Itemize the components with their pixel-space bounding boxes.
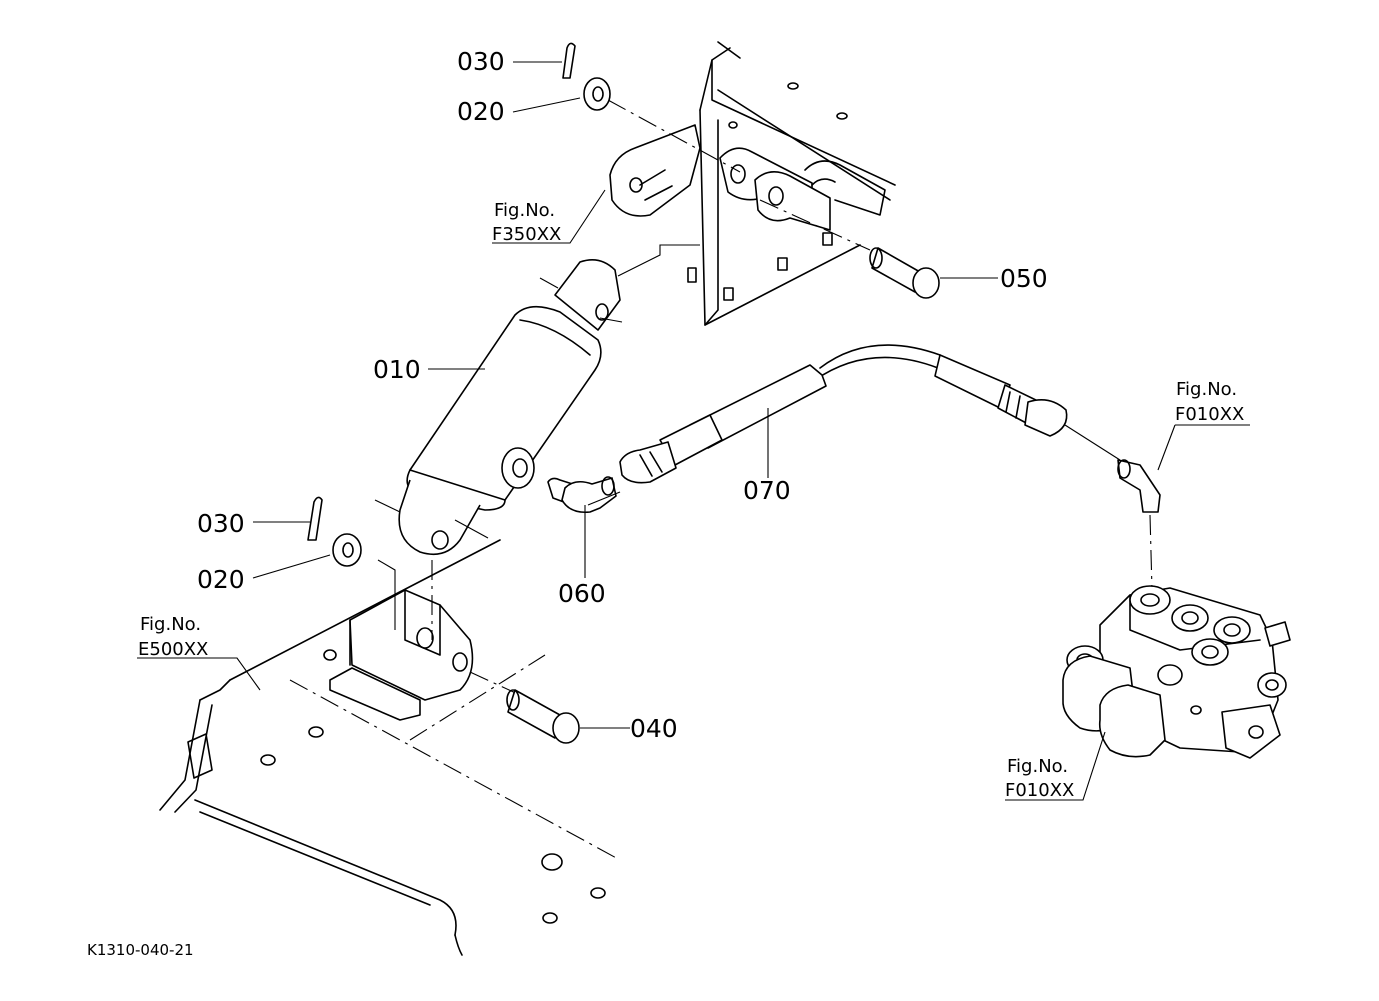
control-valve — [1062, 585, 1291, 759]
callout-070: 070 — [743, 476, 791, 505]
callout-060: 060 — [558, 579, 606, 608]
clevis-pin-050 — [869, 247, 940, 299]
fig-ref-e500-title: Fig.No. — [140, 614, 201, 635]
callout-050: 050 — [1000, 264, 1048, 293]
washer-020-bottom — [332, 533, 362, 567]
callout-020-top: 020 — [457, 97, 505, 126]
callout-010: 010 — [373, 355, 421, 384]
callout-labels: 030 020 050 010 070 060 030 020 040 — [197, 47, 1048, 743]
fig-ref-f010-top-code: F010XX — [1175, 404, 1244, 425]
cotter-pin-030-bottom — [307, 496, 323, 541]
lower-frame — [159, 539, 621, 956]
callout-020-bottom: 020 — [197, 565, 245, 594]
figure-reference-labels: Fig.No. F350XX Fig.No. F010XX Fig.No. E5… — [138, 200, 1244, 801]
hydraulic-cylinder-010 — [374, 259, 623, 556]
clevis-pin-040 — [506, 689, 580, 744]
hydraulic-hose-070 — [619, 344, 1068, 484]
fig-ref-f010-top-title: Fig.No. — [1176, 379, 1237, 400]
callout-040: 040 — [630, 714, 678, 743]
fig-ref-f350-code: F350XX — [492, 224, 561, 245]
fig-ref-e500-code: E500XX — [138, 639, 208, 660]
callout-030-bottom: 030 — [197, 509, 245, 538]
elbow-fitting-valve — [1064, 424, 1161, 591]
elbow-fitting-060 — [547, 476, 617, 514]
upper-bracket — [607, 41, 896, 326]
callout-030-top: 030 — [457, 47, 505, 76]
fig-ref-f350-title: Fig.No. — [494, 200, 555, 221]
cotter-pin-030-top — [562, 42, 576, 79]
fig-ref-f010-bottom-title: Fig.No. — [1007, 756, 1068, 777]
leader-lines — [137, 61, 1250, 801]
fig-ref-f010-bottom-code: F010XX — [1005, 780, 1074, 801]
washer-020-top — [583, 77, 611, 111]
drawing-code: K1310-040-21 — [87, 941, 194, 959]
